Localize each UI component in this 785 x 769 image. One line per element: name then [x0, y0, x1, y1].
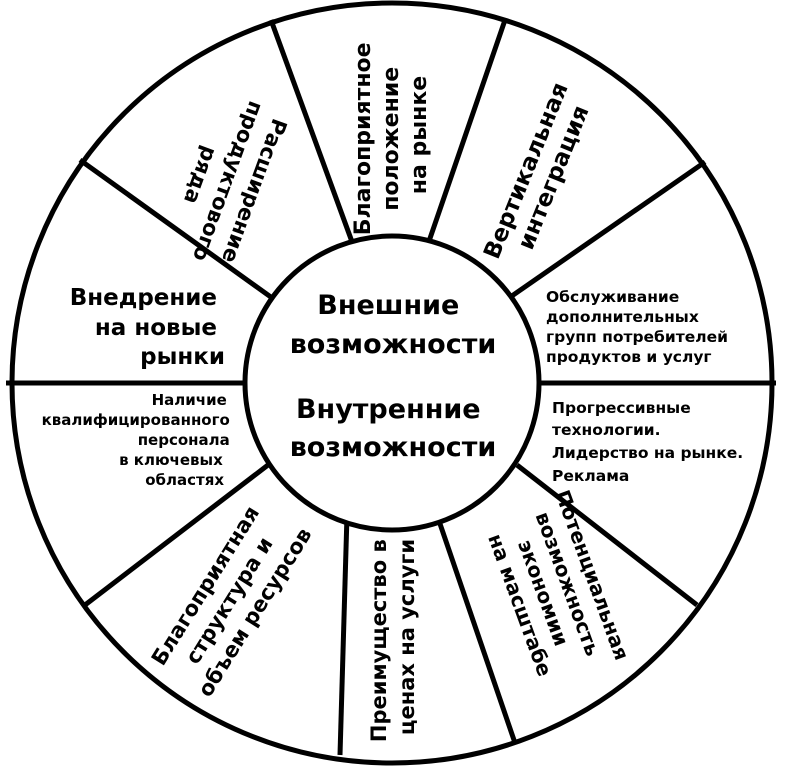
label-line: рынки: [140, 344, 225, 370]
label-qualified-staff: Наличие квалифицированного персонала в к…: [42, 391, 235, 489]
label-additional-groups: Обслуживание дополнительных групп потреб…: [546, 288, 733, 366]
svg-text:Расширение продуктового: Расширение продуктового ряда: [159, 88, 294, 281]
spoke: [504, 159, 707, 303]
center-external-title: Внешние возможности: [290, 290, 497, 360]
label-economies-of-scale: Потенциальная возможность экономии на ма…: [477, 487, 637, 697]
center-internal-line: возможности: [290, 432, 497, 463]
label-favorable-position: Благоприятное положение на рынке: [351, 35, 432, 235]
label-line: Лидерство на рынке.: [552, 444, 743, 462]
label-line: групп потребителей: [546, 328, 728, 346]
label-line: на рынке: [407, 76, 432, 194]
label-line: технологии.: [552, 421, 661, 439]
spoke: [78, 157, 277, 303]
label-line: ценах на услуги: [395, 539, 419, 735]
spokes: [6, 19, 776, 756]
label-line: положение: [379, 67, 404, 211]
label-expansion: Расширение продуктового ряда: [159, 88, 294, 281]
spoke: [423, 19, 508, 251]
svg-text:Благоприятная структура: Благоприятная структура и объем ресурсов: [146, 494, 317, 701]
label-line: Внедрение: [70, 285, 217, 311]
label-new-markets: Внедрение на новые рынки: [70, 285, 225, 370]
label-resource-structure: Благоприятная структура и объем ресурсов: [146, 494, 317, 701]
label-line: областях: [145, 471, 224, 489]
center-external-line: возможности: [290, 329, 497, 360]
inner-circle: [242, 233, 542, 533]
label-line: Наличие: [152, 391, 227, 409]
label-line: на новые: [95, 315, 217, 341]
label-line: в ключевых: [119, 451, 223, 469]
center-internal-title: Внутренние возможности: [290, 394, 497, 463]
spoke: [268, 19, 358, 251]
center-external-line: Внешние: [317, 290, 459, 321]
center-internal-line: Внутренние: [296, 394, 481, 425]
label-line: Благоприятное: [351, 42, 376, 235]
label-line: Реклама: [552, 467, 629, 485]
svg-text:Преимущество в ценах на: Преимущество в ценах на услуги: [367, 532, 419, 742]
label-line: Преимущество в: [367, 539, 391, 742]
label-line: Прогрессивные: [552, 399, 691, 417]
svg-text:Потенциальная возможност: Потенциальная возможность экономии на ма…: [477, 487, 637, 697]
label-line: Обслуживание: [546, 288, 679, 306]
spoke: [83, 463, 270, 607]
label-line: квалифицированного: [42, 411, 230, 429]
label-price-advantage: Преимущество в ценах на услуги: [367, 532, 419, 742]
label-line: дополнительных: [546, 308, 699, 326]
label-progressive-tech: Прогрессивные технологии. Лидерство на р…: [552, 399, 749, 485]
svg-text:Благоприятное положение: Благоприятное положение на рынке: [351, 35, 432, 235]
spoke: [337, 514, 350, 756]
label-line: персонала: [138, 431, 230, 449]
spoke: [434, 514, 518, 744]
spoke: [515, 463, 699, 607]
label-line: продуктов и услуг: [546, 348, 712, 366]
